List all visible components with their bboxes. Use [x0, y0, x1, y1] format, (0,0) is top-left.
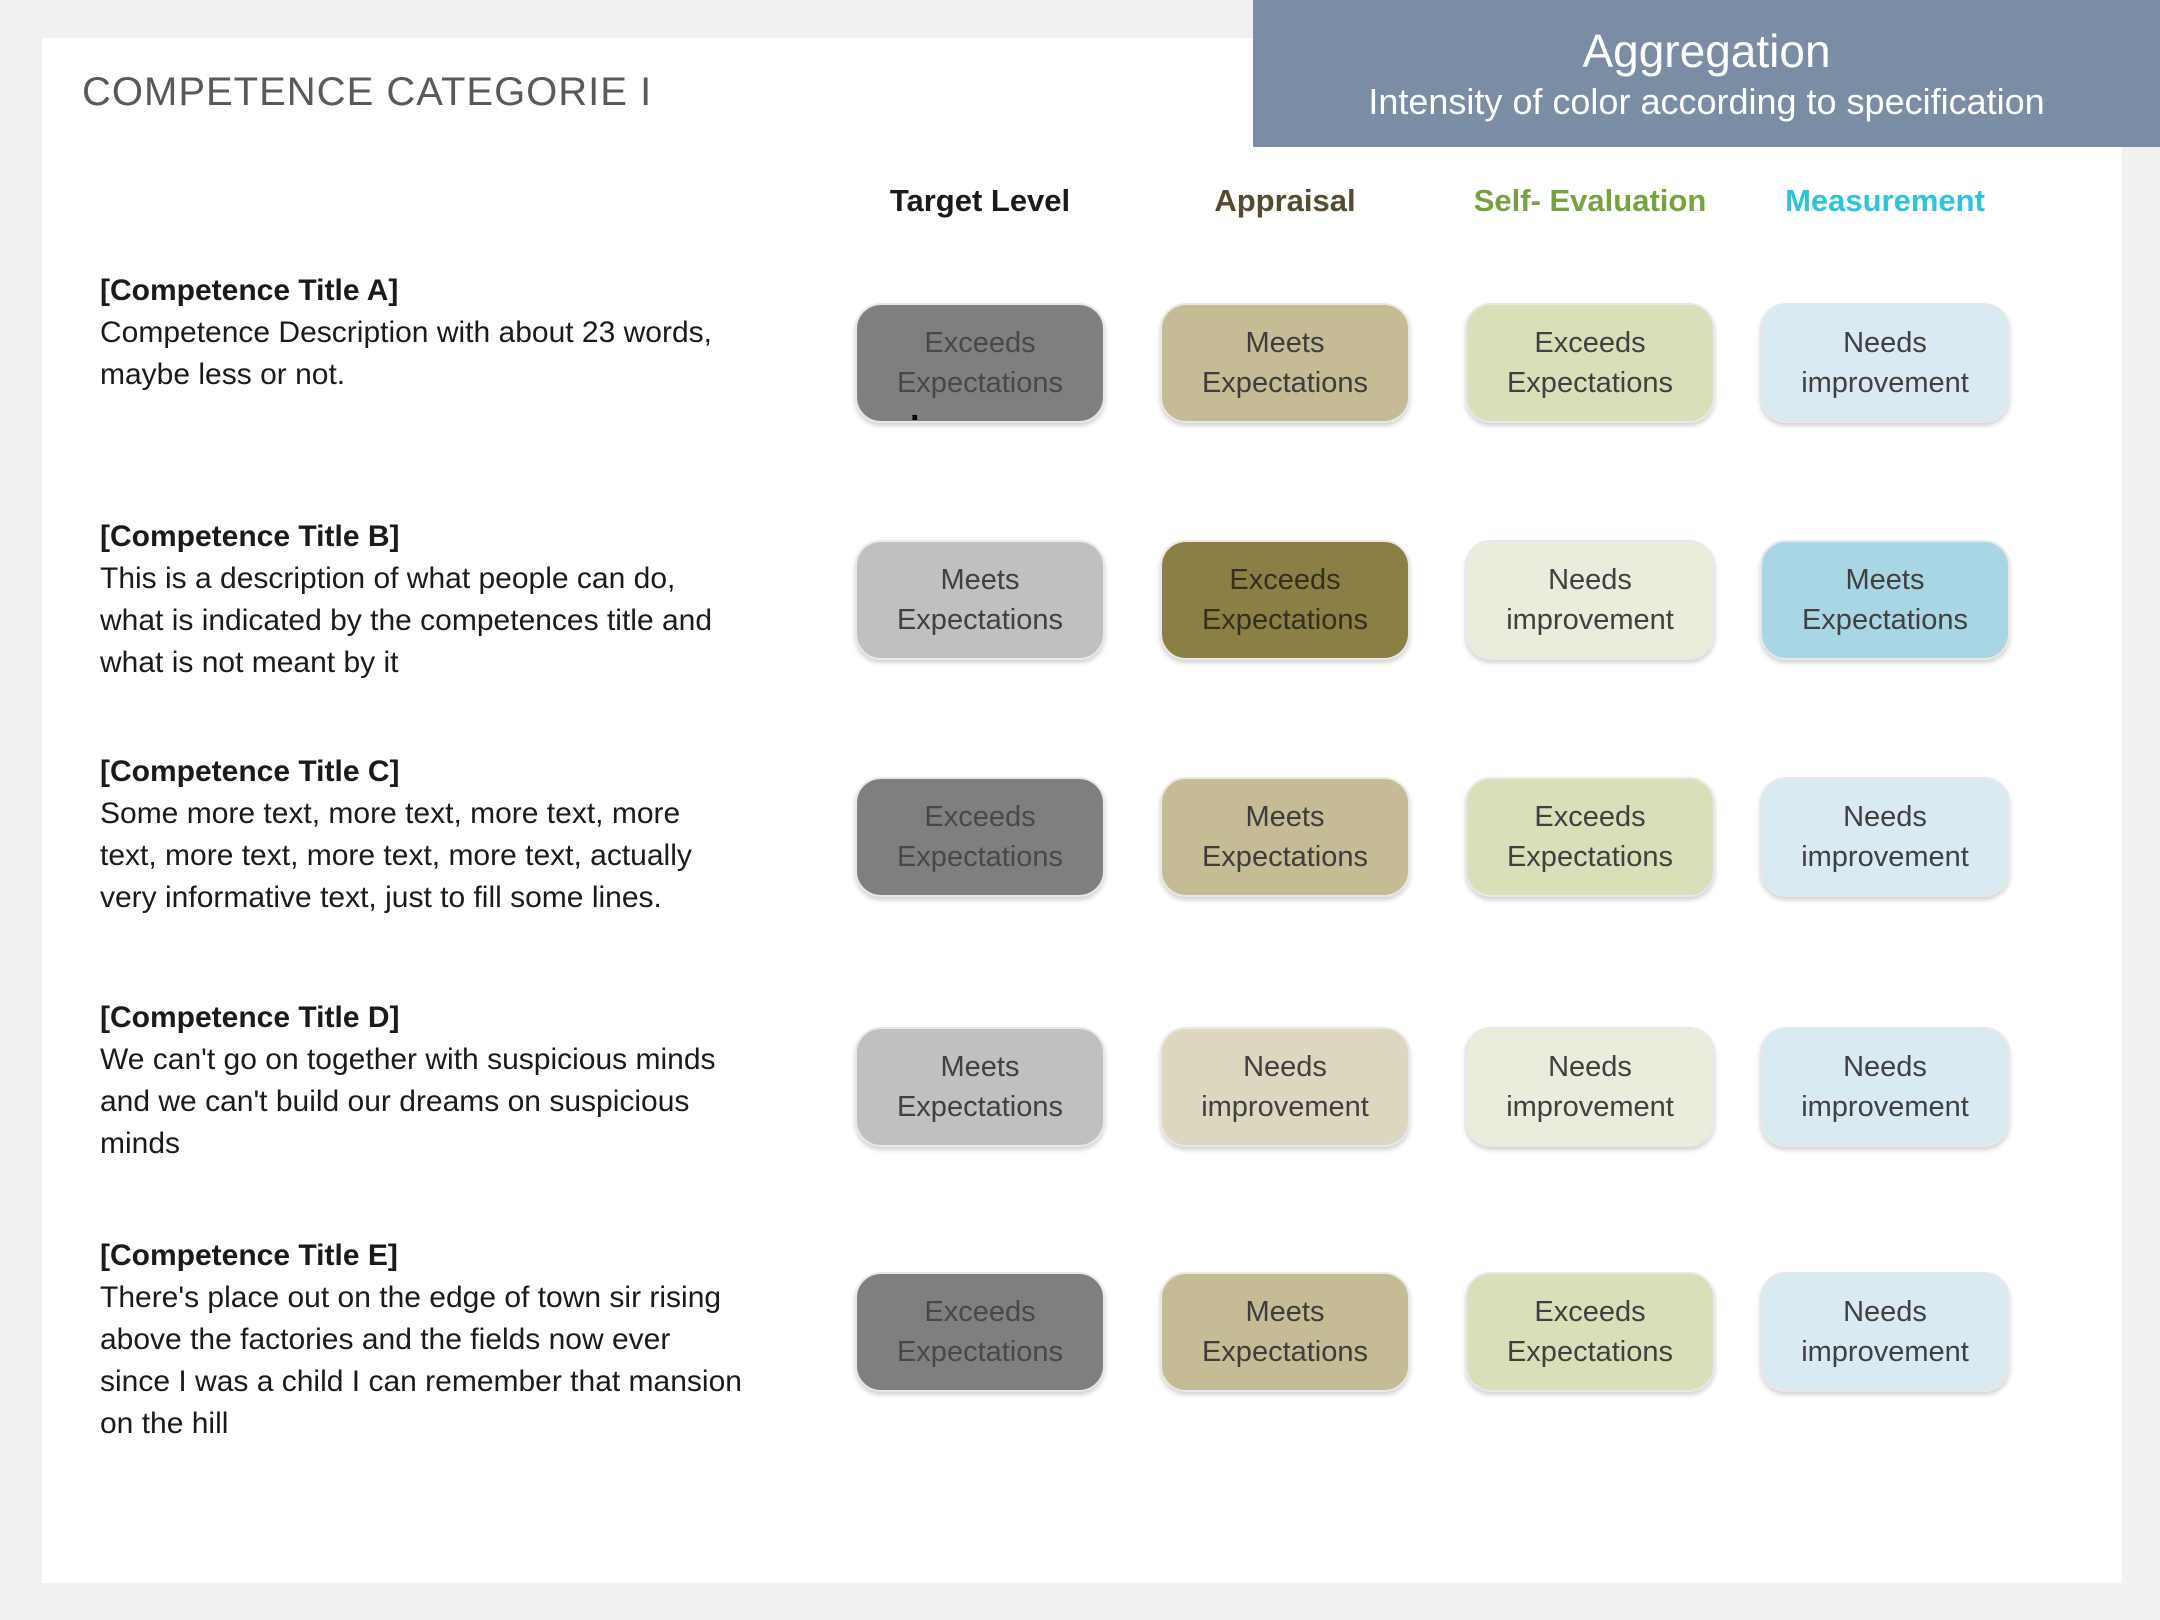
rating-pill-c-measurement[interactable]: Needs improvement: [1760, 777, 2010, 897]
competence-block-c: [Competence Title C] Some more text, mor…: [100, 751, 800, 919]
rating-pill-c-appraisal[interactable]: Meets Expectations: [1160, 777, 1410, 897]
competence-block-d: [Competence Title D] We can't go on toge…: [100, 997, 800, 1165]
competence-title: [Competence Title E]: [100, 1239, 398, 1272]
rating-pill-b-self-evaluation[interactable]: Needs improvement: [1465, 540, 1715, 660]
competence-title: [Competence Title C]: [100, 755, 400, 788]
stray-period: .: [910, 390, 920, 428]
column-header-target-level: Target Level: [889, 183, 1071, 218]
column-header-self-evaluation: Self- Evaluation: [1473, 183, 1707, 218]
competence-description: Some more text, more text, more text, mo…: [100, 797, 692, 914]
rating-pill-c-target-level[interactable]: Exceeds Expectations: [855, 777, 1105, 897]
competence-block-b: [Competence Title B] This is a descripti…: [100, 516, 800, 684]
rating-pill-d-self-evaluation[interactable]: Needs improvement: [1465, 1027, 1715, 1147]
competence-title: [Competence Title D]: [100, 1001, 400, 1034]
competence-description: We can't go on together with suspicious …: [100, 1043, 716, 1160]
aggregation-banner: Aggregation Intensity of color according…: [1253, 0, 2160, 147]
competence-block-a: [Competence Title A] Competence Descript…: [100, 270, 800, 396]
rating-pill-d-measurement[interactable]: Needs improvement: [1760, 1027, 2010, 1147]
rating-pill-b-target-level[interactable]: Meets Expectations: [855, 540, 1105, 660]
banner-title: Aggregation: [1582, 24, 1831, 77]
rating-pill-a-self-evaluation[interactable]: Exceeds Expectations: [1465, 303, 1715, 423]
rating-pill-c-self-evaluation[interactable]: Exceeds Expectations: [1465, 777, 1715, 897]
rating-pill-d-appraisal[interactable]: Needs improvement: [1160, 1027, 1410, 1147]
rating-pill-a-target-level[interactable]: Exceeds Expectations: [855, 303, 1105, 423]
competence-description: There's place out on the edge of town si…: [100, 1281, 742, 1440]
competence-description: This is a description of what people can…: [100, 562, 713, 679]
rating-pill-b-measurement[interactable]: Meets Expectations: [1760, 540, 2010, 660]
column-header-appraisal: Appraisal: [1214, 183, 1356, 218]
competence-title: [Competence Title A]: [100, 274, 399, 307]
rating-pill-e-target-level[interactable]: Exceeds Expectations: [855, 1272, 1105, 1392]
rating-pill-a-appraisal[interactable]: Meets Expectations: [1160, 303, 1410, 423]
rating-pill-a-measurement[interactable]: Needs improvement: [1760, 303, 2010, 423]
rating-pill-e-appraisal[interactable]: Meets Expectations: [1160, 1272, 1410, 1392]
banner-subtitle: Intensity of color according to specific…: [1368, 80, 2045, 122]
competence-description: Competence Description with about 23 wor…: [100, 316, 712, 391]
competence-title: [Competence Title B]: [100, 520, 400, 553]
column-header-measurement: Measurement: [1785, 183, 1985, 218]
page-title: COMPETENCE CATEGORIE I: [82, 70, 653, 114]
rating-pill-e-measurement[interactable]: Needs improvement: [1760, 1272, 2010, 1392]
rating-pill-b-appraisal[interactable]: Exceeds Expectations: [1160, 540, 1410, 660]
competence-block-e: [Competence Title E] There's place out o…: [100, 1235, 800, 1445]
rating-pill-d-target-level[interactable]: Meets Expectations: [855, 1027, 1105, 1147]
rating-pill-e-self-evaluation[interactable]: Exceeds Expectations: [1465, 1272, 1715, 1392]
